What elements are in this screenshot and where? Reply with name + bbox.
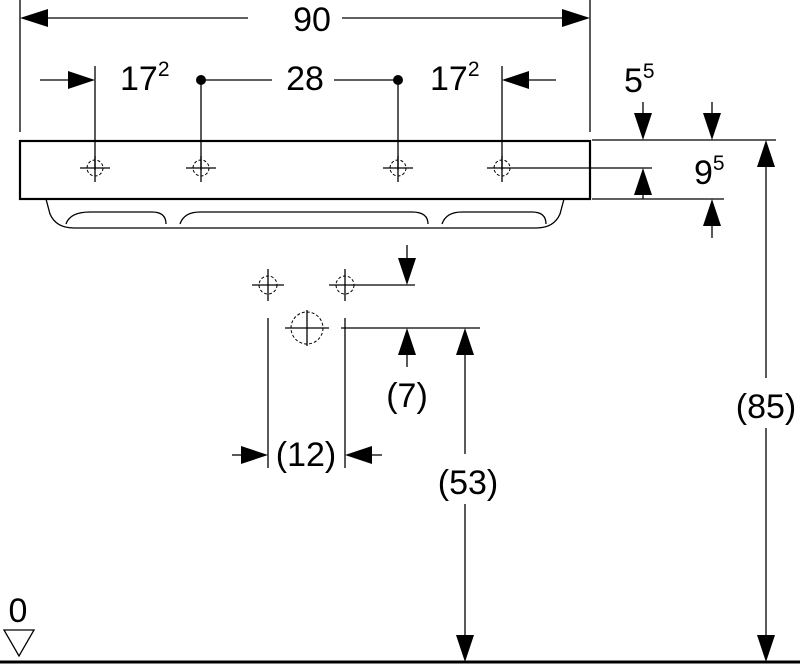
tap-hole-marker [487,156,652,182]
drain-height-label: (53) [438,464,498,502]
tap-hole-marker [186,156,216,182]
drain-offset-label: (7) [386,377,428,415]
drain-height-dimension: (53) [438,328,498,662]
outer-right-spacing-label: 172 [430,58,480,98]
drain-width-dimension: (12) [232,318,382,474]
tap-hole-marker [80,156,110,182]
basin-body [18,139,592,229]
fixing-point-marker [329,269,415,301]
front-height-label: 95 [694,152,725,192]
total-height-dimension: (85) [736,140,796,662]
fixing-point-marker [252,269,284,301]
tap-hole-marker [383,156,413,182]
top-thickness-label: 55 [624,60,655,100]
fixing-point-markers [252,245,416,301]
drain-width-label: (12) [276,436,336,474]
tap-hole-markers [80,156,652,182]
overall-width-dimension: 90 [19,0,591,132]
level-marker-icon [2,629,36,658]
waste-outlet-marker [285,310,480,346]
floor-level: 0 [0,592,800,664]
top-thickness-dimension: 55 [592,60,776,141]
floor-level-label: 0 [9,592,28,630]
center-spacing-label: 28 [286,60,324,98]
outer-left-spacing-label: 172 [120,58,170,98]
drain-offset-dimension: (7) [386,328,428,415]
front-height-dimension: 95 [592,152,725,238]
overall-width-label: 90 [293,1,331,39]
tap-hole-spacing-dimension: 172 28 172 [40,58,556,170]
total-height-label: (85) [736,388,796,426]
